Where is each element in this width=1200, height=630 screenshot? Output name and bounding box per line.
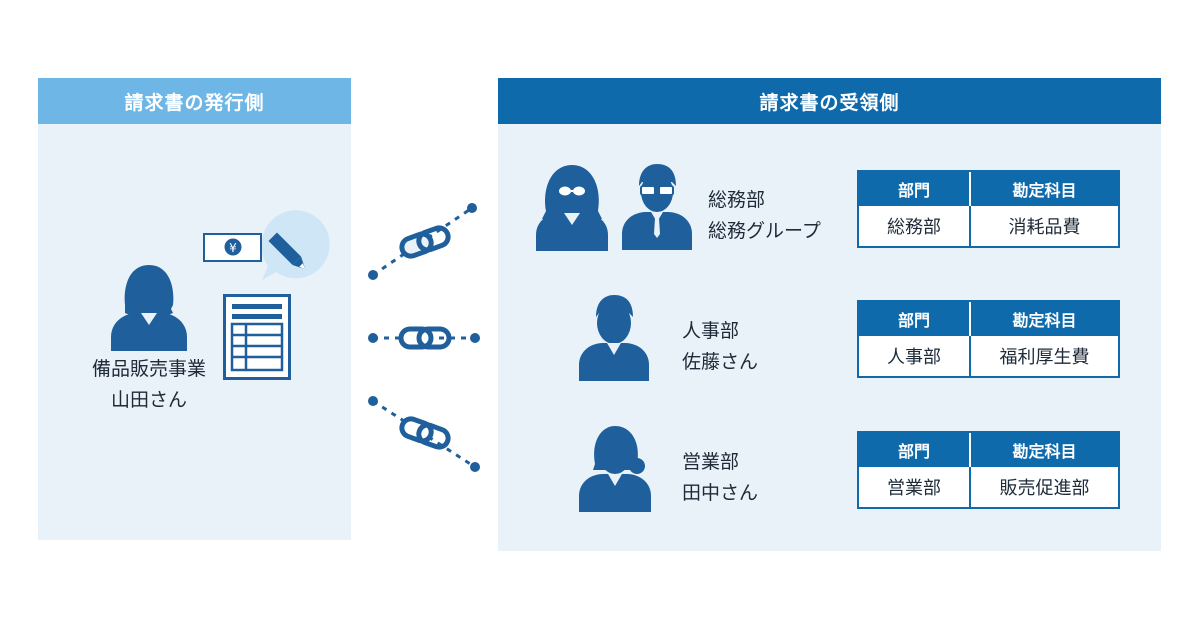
- link-connectors: [368, 203, 480, 472]
- chain-link-icon-top: [368, 203, 477, 280]
- table-header-account: 勘定科目: [971, 302, 1118, 336]
- table-cell-account: 消耗品費: [1008, 217, 1081, 238]
- table-cell-department: 営業部: [859, 467, 971, 507]
- issuer-person-icon: [111, 265, 187, 351]
- group-2-person-text: 佐藤さん: [682, 351, 759, 373]
- svg-text:¥: ¥: [229, 241, 237, 255]
- receiver-panel-header: 請求書の受領側: [498, 78, 1161, 124]
- issuer-company-text: 備品販売事業: [91, 358, 206, 380]
- table-cell-account: 販売促進部: [999, 478, 1090, 499]
- man-with-glasses-icon: [622, 164, 692, 250]
- man-person-icon: [579, 295, 649, 381]
- group-1-account-table: 部門 勘定科目 総務部 消耗品費: [857, 170, 1120, 248]
- issuer-name-text: 山田さん: [110, 389, 187, 411]
- chain-link-icon-bottom: [368, 396, 480, 472]
- issuer-panel-header: 請求書の発行側: [38, 78, 351, 124]
- table-cell-department: 人事部: [859, 336, 971, 376]
- table-header-account: 勘定科目: [971, 172, 1118, 206]
- chain-link-icon-middle: [368, 326, 480, 350]
- group-2-department-text: 人事部: [682, 320, 740, 342]
- group-2-account-table: 部門 勘定科目 人事部 福利厚生費: [857, 300, 1120, 378]
- group-1-label: 総務部 総務グループ: [708, 185, 821, 247]
- group-2-label: 人事部 佐藤さん: [682, 316, 758, 378]
- table-header-department: 部門: [859, 433, 971, 467]
- woman-person-icon: [579, 426, 651, 512]
- invoice-document-icon: [223, 294, 291, 380]
- group-1-team-text: 総務グループ: [708, 220, 821, 242]
- group-3-account-table: 部門 勘定科目 営業部 販売促進部: [857, 431, 1120, 509]
- group-1-department-text: 総務部: [708, 189, 766, 211]
- group-3-label: 営業部 田中さん: [682, 447, 758, 509]
- group-3-person-text: 田中さん: [682, 482, 759, 504]
- invoice-issue-bubble: [261, 210, 330, 280]
- group-3-department-text: 営業部: [682, 451, 740, 473]
- issuer-person-label: 備品販売事業 山田さん: [84, 354, 214, 416]
- woman-with-glasses-icon: [536, 165, 608, 251]
- table-cell-department: 総務部: [859, 206, 971, 246]
- yen-banknote-icon: ¥: [203, 233, 262, 262]
- table-header-account: 勘定科目: [971, 433, 1118, 467]
- table-header-department: 部門: [859, 302, 971, 336]
- pen-icon: [268, 232, 306, 270]
- table-header-department: 部門: [859, 172, 971, 206]
- table-cell-account: 福利厚生費: [999, 347, 1090, 368]
- issuer-panel: 請求書の発行側: [38, 78, 351, 540]
